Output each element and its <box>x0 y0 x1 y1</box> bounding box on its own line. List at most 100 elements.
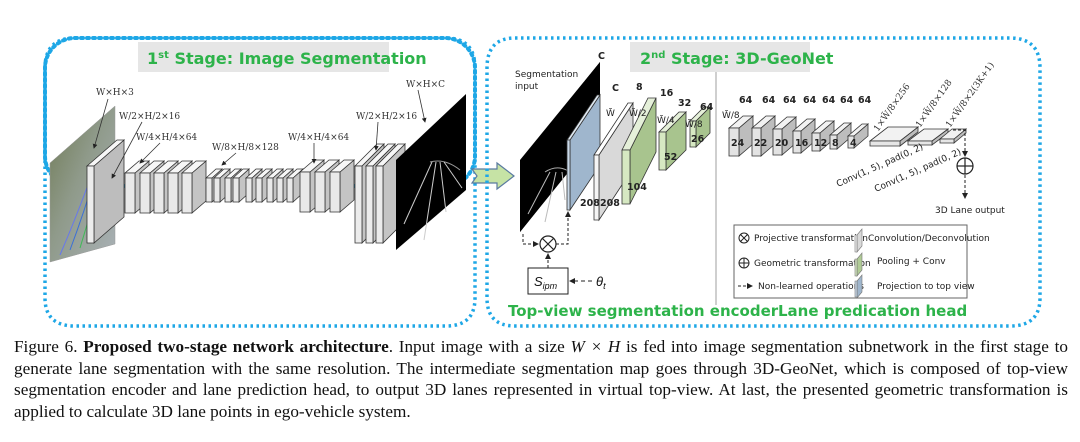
svg-text:C: C <box>598 51 605 62</box>
legend-projection: Projection to top view <box>854 274 975 299</box>
svg-text:Geometric transformation: Geometric transformation <box>754 259 871 269</box>
encoder-channel-4: 64 <box>700 102 714 113</box>
figure-caption: Figure 6. Proposed two-stage network arc… <box>14 336 1068 422</box>
head-height-1: 24 <box>731 138 745 149</box>
stage1-title: 1st Stage: Image Segmentation <box>138 42 427 72</box>
head-caption: Lane predication head <box>778 302 967 320</box>
conv-labels: Conv(1, 5), pad(0, 2) Conv(1, 5), pad(0,… <box>835 142 963 194</box>
fc-block-1 <box>868 126 920 147</box>
svg-text:1st Stage: Image Segmentation: 1st Stage: Image Segmentation <box>147 49 427 68</box>
head-conv-block-1 <box>727 115 755 157</box>
encoder-conv-block <box>593 101 634 222</box>
fc-labels: 1×W̃/8×256 1×W̃/8×128 1×W̃/8×2(3K+1) <box>871 60 997 134</box>
ipm-operations: Sipm θt <box>522 211 606 295</box>
figure-title: Proposed two-stage network architecture <box>83 337 389 356</box>
encoder-channel-3: 32 <box>678 98 691 109</box>
head-conv-block-5 <box>810 120 836 152</box>
caption-text-2: is fed into image segmentation subnetwor… <box>14 337 1068 421</box>
figure-label: Figure 6. <box>14 337 84 356</box>
head-channel-3: 64 <box>783 95 797 106</box>
head-blocks: 24 64 22 64 20 64 16 64 12 64 8 64 4 64W̃/8 <box>722 95 968 157</box>
encoder-height-1: 208 <box>580 198 600 209</box>
caption-text-1: . Input image with a size <box>388 337 571 356</box>
svg-text:1×W̃/8×256: 1×W̃/8×256 <box>871 81 913 134</box>
label-l5: W/2×H/2×16 <box>356 112 417 122</box>
head-channel-6: 64 <box>840 95 854 106</box>
svg-text:Projection to top view: Projection to top view <box>877 282 975 292</box>
geometric-transformation-icon <box>956 157 974 175</box>
fc-block-3 <box>938 128 968 144</box>
encoder-pool-block-2 <box>658 111 687 171</box>
label-input-size: W×H×3 <box>96 88 134 98</box>
head-conv-block-2 <box>750 115 777 157</box>
head-height-7: 4 <box>850 138 857 149</box>
stage1-blocks <box>85 139 406 244</box>
segmentation-output <box>396 94 466 250</box>
legend: Projective transformation Geometric tran… <box>733 224 990 299</box>
svg-text:Pooling + Conv: Pooling + Conv <box>877 257 946 267</box>
encoder-pool-block-1 <box>621 97 657 205</box>
decoder-block-w4-3 <box>328 159 356 213</box>
encoder-width-4: W̃/8 <box>685 118 703 130</box>
encoder-block-1 <box>85 139 126 244</box>
head-width-label: W̃/8 <box>722 109 740 121</box>
encoder-channel-2: 16 <box>660 88 674 99</box>
svg-text:1×W̃/8×2(3K+1): 1×W̃/8×2(3K+1) <box>943 60 997 130</box>
legend-geometric: Geometric transformation <box>738 257 871 269</box>
stage1-labels: W×H×3 W/2×H/2×16 W/4×H/4×64 W/8×H/8×128 … <box>92 80 445 179</box>
legend-projective: Projective transformation <box>738 232 868 244</box>
head-conv-block-6 <box>828 122 853 150</box>
encoder-height-5: 26 <box>691 134 705 145</box>
architecture-diagram: 1st Stage: Image Segmentation W×H×3 W/2×… <box>43 36 1042 328</box>
segmentation-input: Segmentation input C <box>515 51 605 232</box>
geometric-output: 3D Lane output <box>935 129 1005 216</box>
svg-text:Segmentation: Segmentation <box>515 70 578 80</box>
head-height-3: 20 <box>775 138 789 149</box>
projective-transformation-icon <box>539 235 557 253</box>
head-height-4: 16 <box>795 138 809 149</box>
head-channel-1: 64 <box>739 95 753 106</box>
fc-block-2 <box>906 128 950 146</box>
encoder-width-3: W̃/4 <box>657 114 675 126</box>
lane-output-label: 3D Lane output <box>935 206 1005 216</box>
encoder-height-2: 208 <box>600 198 620 209</box>
encoder-width-1: W̃ <box>606 107 615 119</box>
head-height-6: 8 <box>832 138 839 149</box>
svg-text:2nd Stage: 3D-GeoNet: 2nd Stage: 3D-GeoNet <box>640 49 834 68</box>
encoder-channel-c: C <box>612 83 619 94</box>
encoder-pool-block-3 <box>689 106 711 148</box>
svg-text:Non-learned operations: Non-learned operations <box>758 282 864 292</box>
ipm-box <box>527 267 569 295</box>
head-channel-4: 64 <box>803 95 817 106</box>
encoder-channel-1: 8 <box>636 82 643 93</box>
label-l4: W/4×H/4×64 <box>288 133 349 143</box>
head-channel-2: 64 <box>762 95 776 106</box>
encoder-height-4: 52 <box>664 152 677 163</box>
label-l1: W/2×H/2×16 <box>119 112 180 122</box>
svg-text:Projective transformation: Projective transformation <box>754 234 868 244</box>
stage2-title: 2nd Stage: 3D-GeoNet <box>630 42 834 72</box>
head-channel-5: 64 <box>822 95 836 106</box>
decoder-block-w2-3 <box>375 143 406 244</box>
encoder-width-2: W̃/2 <box>629 107 647 119</box>
head-conv-block-3 <box>771 116 798 156</box>
legend-nonlearned: Non-learned operations <box>738 282 864 292</box>
encoder-height-3: 104 <box>627 182 647 193</box>
legend-conv: Convolution/Deconvolution <box>854 228 990 253</box>
label-l3: W/8×H/8×128 <box>212 143 279 153</box>
legend-pool: Pooling + Conv <box>854 252 946 277</box>
head-conv-block-7 <box>846 123 870 149</box>
encoder-block-w4-5 <box>180 160 208 214</box>
head-height-5: 12 <box>814 138 827 149</box>
encoder-caption: Top-view segmentation encoder <box>508 302 779 320</box>
svg-text:input: input <box>515 82 539 92</box>
label-output-size: W×H×C <box>406 80 445 90</box>
caption-math: W × H <box>570 337 621 356</box>
head-height-2: 22 <box>754 138 767 149</box>
head-channel-7: 64 <box>858 95 872 106</box>
label-l2: W/4×H/4×64 <box>136 133 197 143</box>
svg-text:Convolution/Deconvolution: Convolution/Deconvolution <box>868 234 990 244</box>
svg-text:θt: θt <box>596 274 606 291</box>
stage-transition-arrow <box>470 161 515 191</box>
